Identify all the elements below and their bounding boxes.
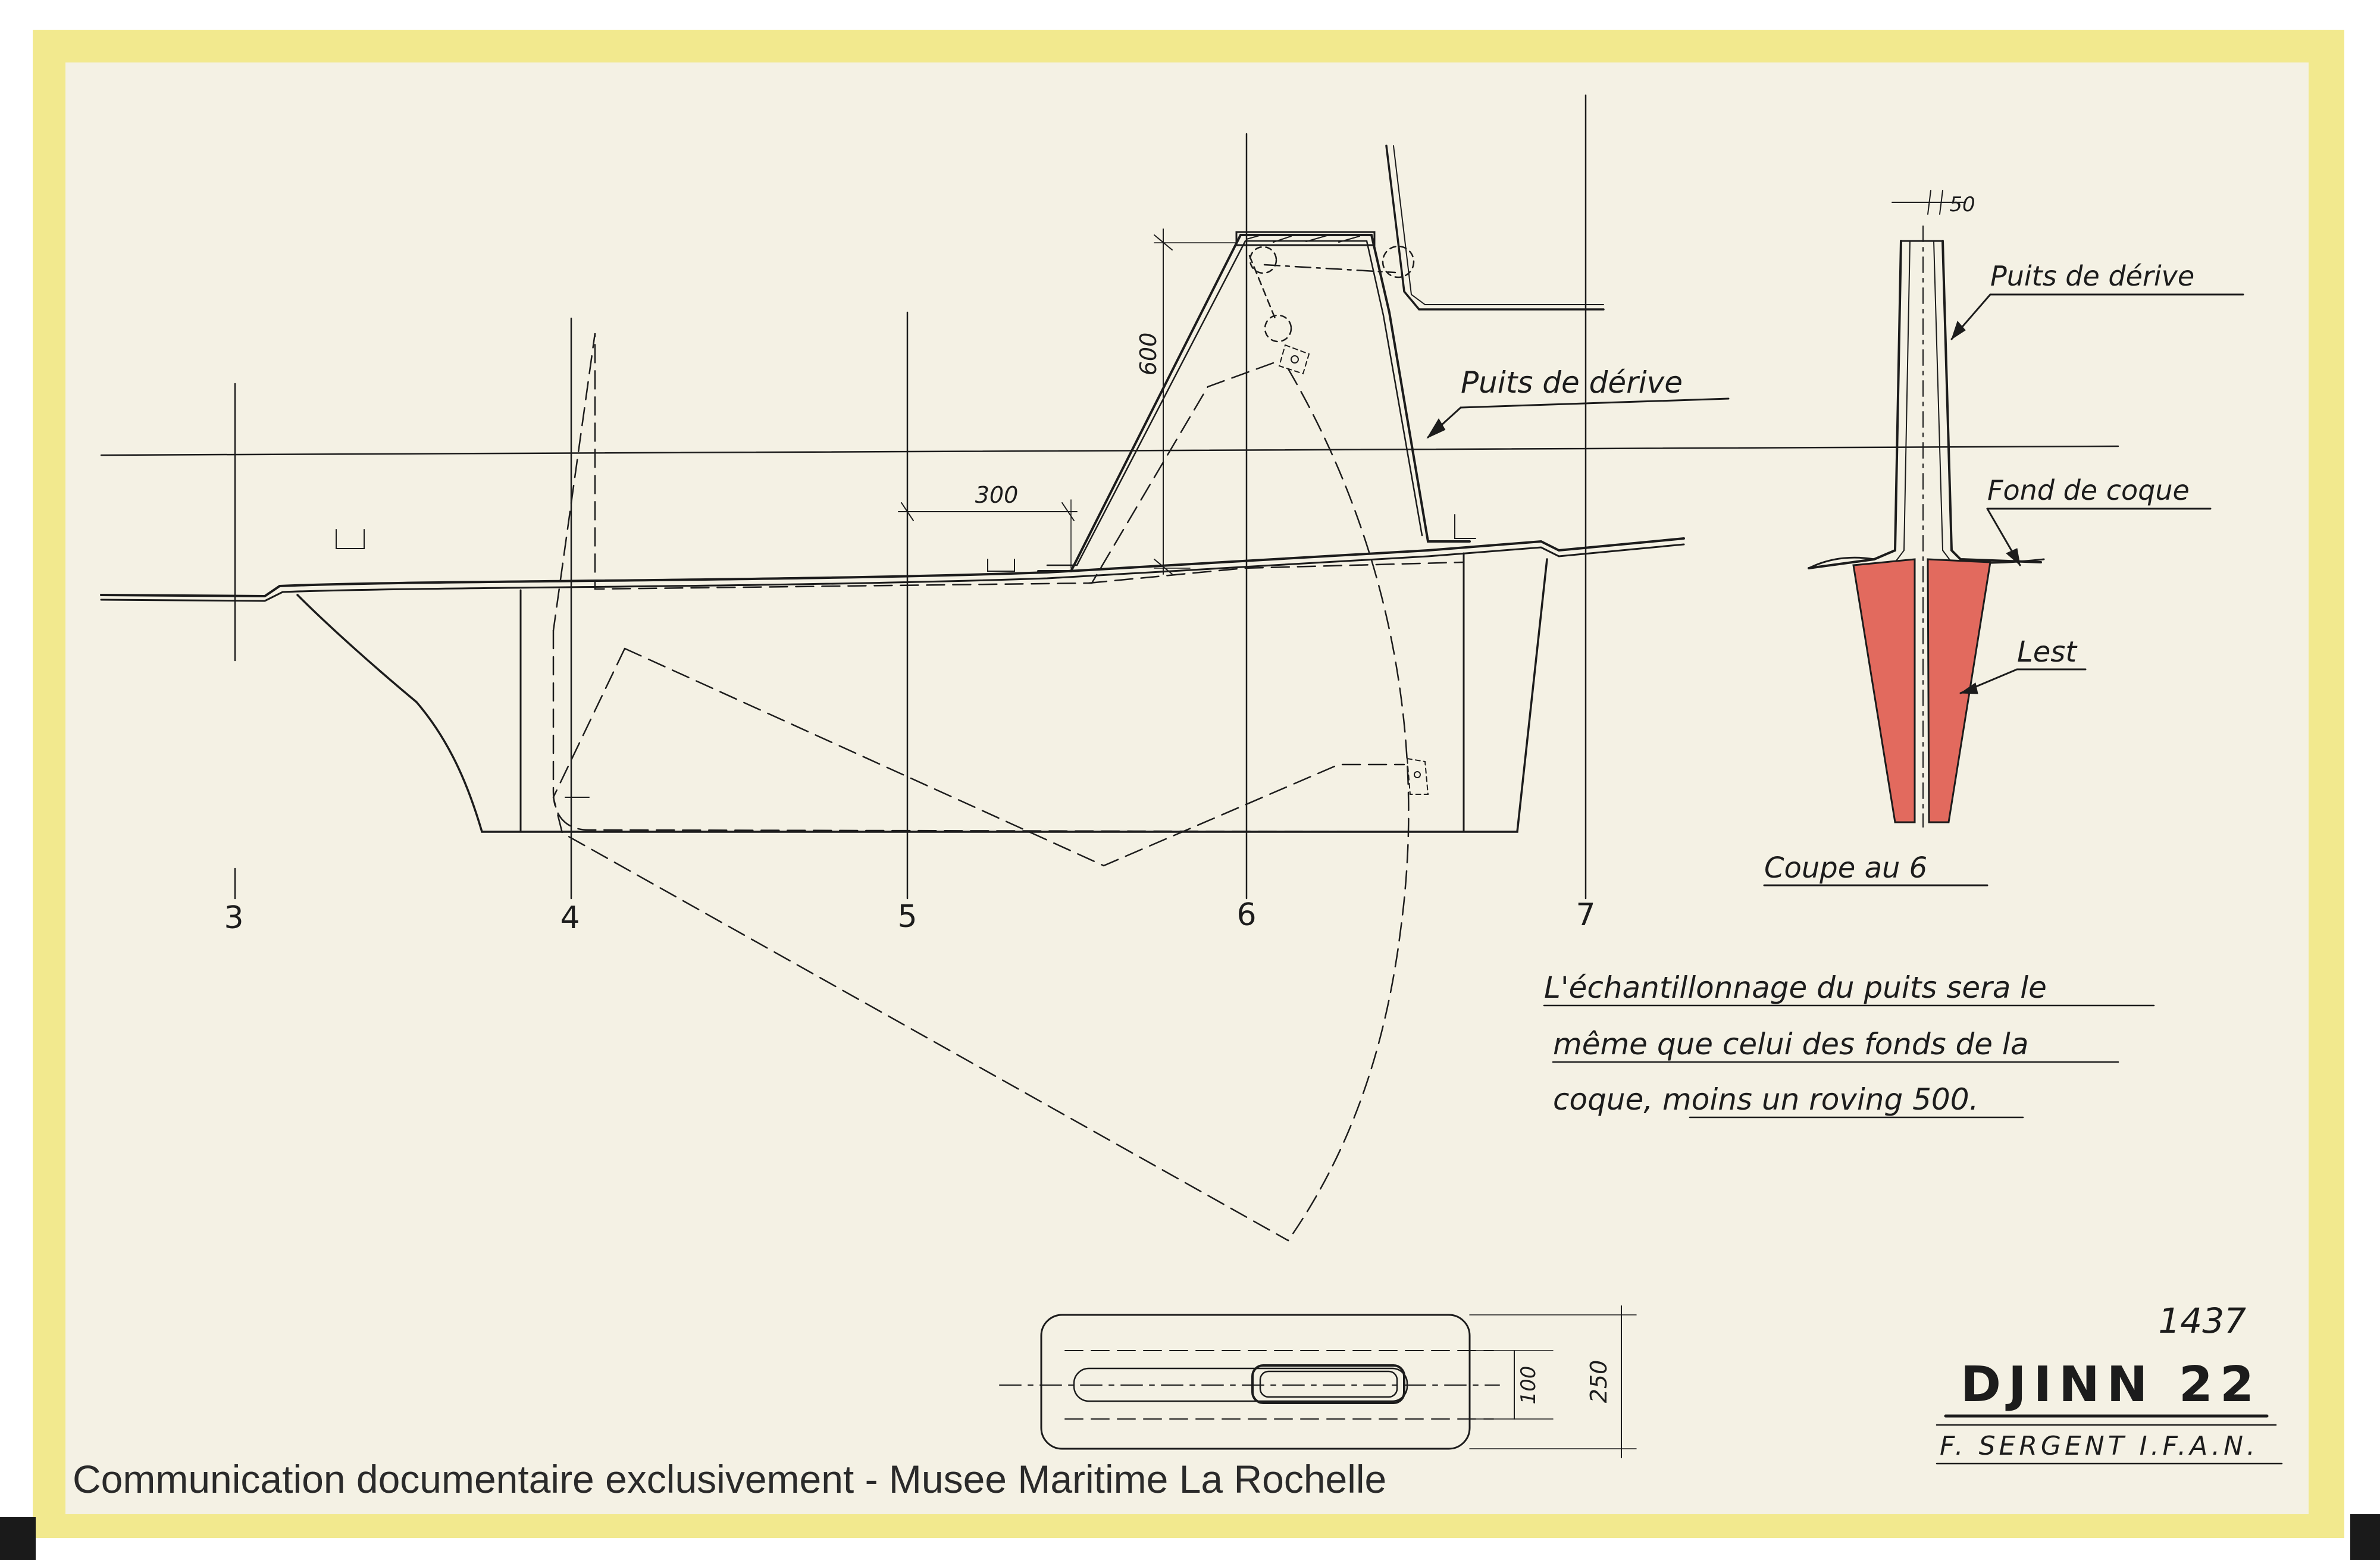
note-line-1: L'échantillonnage du puits sera le — [1544, 970, 2047, 1005]
centreboard-trunk-outer — [1037, 234, 1471, 572]
drawing-number: 1437 — [2158, 1301, 2246, 1341]
hull-lug-left — [336, 529, 365, 549]
boat-name: DJINN 22 — [1961, 1357, 2261, 1413]
pivot-circle — [1264, 314, 1292, 343]
lest-right — [1927, 558, 1991, 823]
hull-lug-right — [1454, 514, 1476, 539]
dim-label-100: 100 — [1517, 1366, 1540, 1405]
plan-slot-outer — [1073, 1367, 1408, 1402]
dim-label-250: 250 — [1586, 1360, 1612, 1404]
leader-underline-puits-main — [1460, 397, 1730, 409]
centreboard-lowered-inner — [624, 647, 1405, 867]
waterline — [100, 445, 2119, 456]
plan-slot-board — [1251, 1364, 1405, 1404]
frame-label-6: 6 — [1236, 897, 1256, 933]
pivot-bolt — [1291, 355, 1299, 364]
arrow-lest — [1959, 682, 1978, 694]
tracing-paper — [65, 62, 2309, 1514]
binder-clip-right — [2350, 1514, 2380, 1560]
hull-lug-mid — [987, 559, 1015, 572]
section-hull-left — [1808, 556, 1875, 569]
label-puits-main: Puits de dérive — [1461, 365, 1683, 400]
frame-label-7: 7 — [1576, 897, 1595, 933]
ballast-keel-outline — [296, 558, 1548, 833]
trunk-cap-hatching — [1246, 234, 1360, 243]
stop-bolt — [1414, 771, 1421, 778]
label-coupe-au-6: Coupe au 6 — [1764, 851, 1927, 885]
section-trunk-right-outer — [1941, 240, 2042, 563]
centreboard-raised-bottom — [552, 629, 1429, 833]
arrow-fond — [2006, 548, 2021, 566]
section-dim-50-tick-right — [1939, 190, 1943, 215]
section-trunk-left-outer — [1808, 240, 1902, 569]
dim-600-tick-bottom — [1154, 559, 1173, 575]
cockpit-sole-inner — [1393, 145, 1604, 305]
plan-outline — [1040, 1314, 1471, 1450]
label-lest: Lest — [2017, 635, 2078, 669]
section-trunk-right-inner — [1933, 240, 1952, 563]
frame-label-4: 4 — [560, 900, 580, 936]
dim-label-50: 50 — [1949, 193, 1975, 217]
label-puits-section: Puits de dérive — [1990, 260, 2194, 292]
pivot-plate — [1278, 344, 1310, 375]
centreboard-raised-top — [1088, 561, 1465, 584]
trunk-cap — [1235, 231, 1376, 246]
designer: F. SERGENT I.F.A.N. — [1940, 1431, 2259, 1461]
arrow-puits-main — [1426, 418, 1446, 439]
note-line-3: coque, moins un roving 500. — [1553, 1082, 1978, 1117]
hull-bottom-inner — [100, 543, 1685, 602]
centreboard-stop — [1406, 757, 1429, 795]
lifting-pulley — [1249, 246, 1277, 274]
dim-300-tick-left — [901, 502, 914, 521]
lest-left — [1852, 558, 1916, 823]
arrow-puits-section — [1951, 321, 1966, 340]
frame-label-5: 5 — [897, 899, 917, 935]
section-trunk-left-inner — [1894, 240, 1911, 563]
lifting-line-drop — [1248, 255, 1277, 322]
cockpit-sole — [1385, 145, 1605, 311]
centreboard-lowered-leading — [552, 647, 1289, 1242]
label-fond-de-coque: Fond de coque — [1987, 474, 2190, 506]
dim-label-600: 600 — [1135, 333, 1161, 376]
section-dim-50-tick-left — [1927, 190, 1931, 215]
lifting-line — [1263, 264, 1396, 274]
dim-300-tick-right — [1061, 502, 1075, 521]
binder-clip-left — [0, 1517, 36, 1560]
watermark-text: Communication documentaire exclusivement… — [73, 1457, 1387, 1501]
hull-bottom-outer — [100, 537, 1685, 598]
centreboard-raised-outline — [552, 333, 1274, 632]
lifting-block — [1382, 245, 1415, 278]
note-line-2: même que celui des fonds de la — [1553, 1027, 2028, 1061]
plan-slot-board-inner — [1259, 1370, 1398, 1398]
centreboard-swing-arc — [1287, 368, 1410, 1242]
dim-label-300: 300 — [975, 482, 1019, 508]
frame-label-3: 3 — [224, 900, 243, 936]
